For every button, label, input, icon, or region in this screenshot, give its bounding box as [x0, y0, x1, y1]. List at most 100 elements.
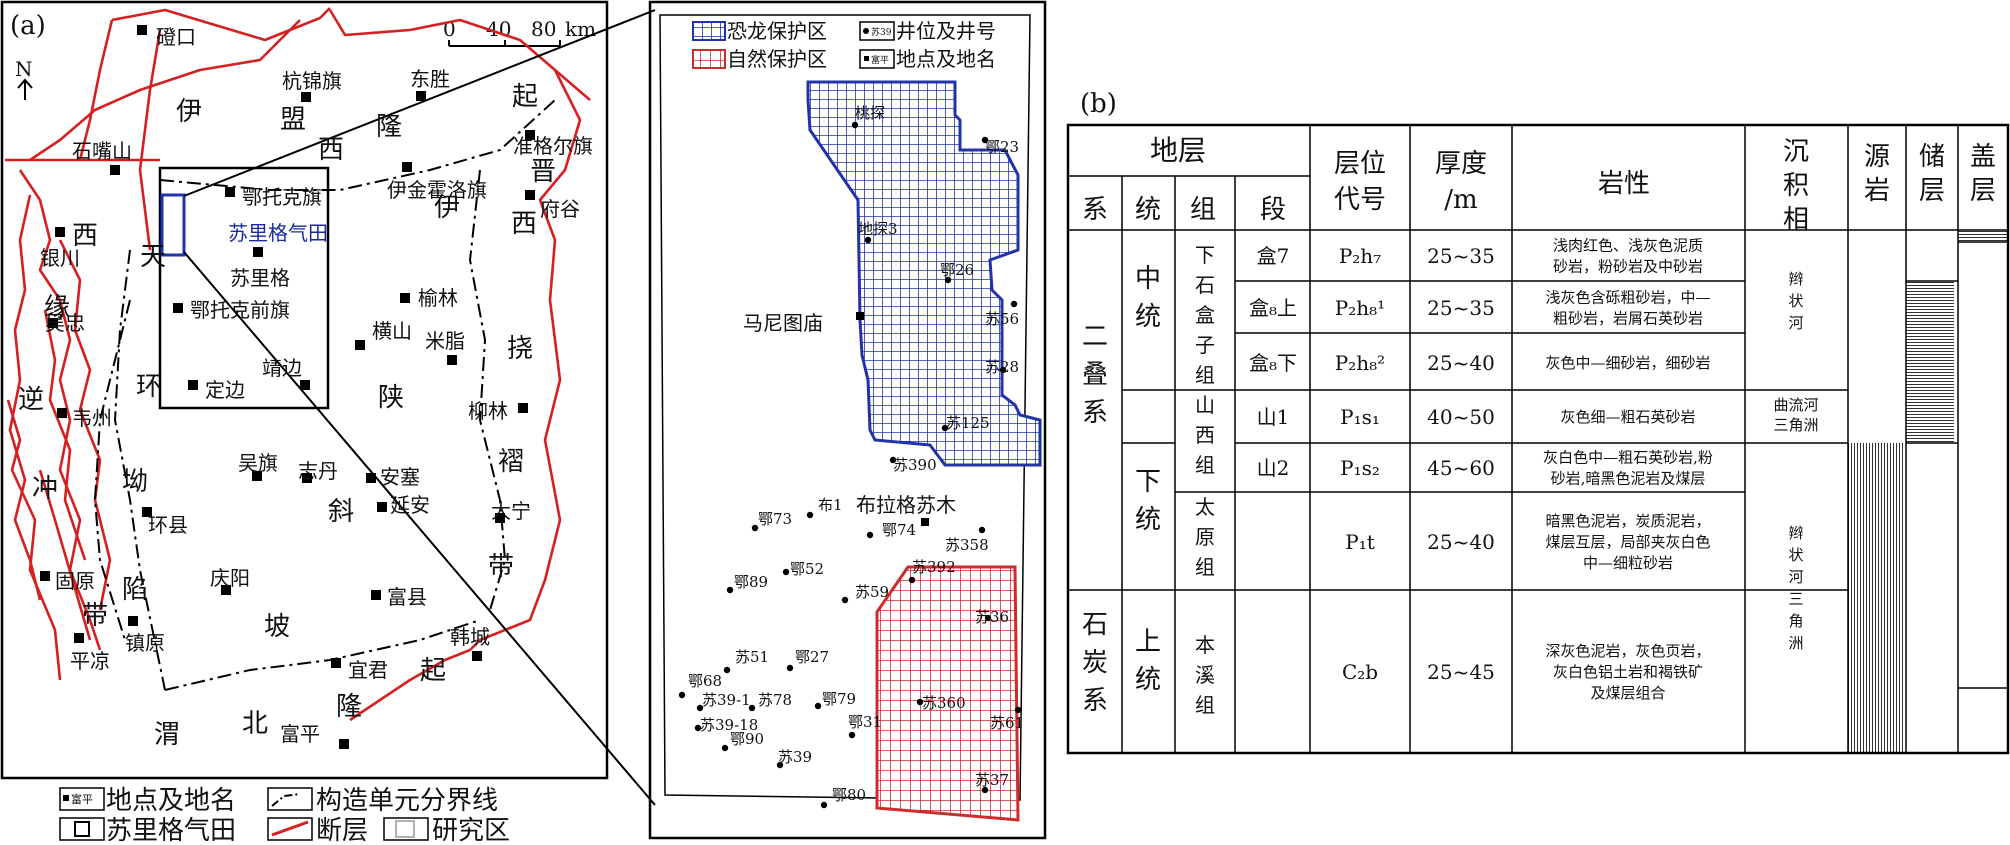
lithology-text: 灰色中—细砂岩，细砂岩 — [1545, 354, 1710, 372]
legend-dino-text: 恐龙保护区 — [727, 19, 827, 43]
well-label: 苏390 — [893, 456, 937, 474]
well-marker — [786, 664, 794, 672]
hdr-formation: 组 — [1190, 195, 1216, 225]
structure-char: 伊 — [434, 193, 460, 223]
legend-fault-swatch — [267, 817, 313, 841]
sulige-field-outline — [160, 193, 186, 257]
hdr-system: 系 — [1082, 195, 1108, 225]
north-label: N — [15, 57, 33, 81]
formation-label: 原 — [1195, 525, 1215, 549]
well-label: 苏36 — [975, 608, 1009, 626]
inset-leader-lines — [183, 9, 656, 806]
structure-labels: 伊盟隆起晋西伊西挠陕褶带天西缘逆冲带环坳陷斜坡渭北隆起 — [18, 82, 556, 750]
lithology-text: 暗黑色泥岩，炭质泥岩， — [1545, 512, 1710, 530]
well-label: 苏39-1 — [702, 691, 751, 709]
formation-label: 组 — [1195, 555, 1215, 579]
formation-label: 子 — [1195, 333, 1215, 357]
place-label: 布拉格苏木 — [856, 493, 956, 517]
well-markers: 桃探鄂23地探3鄂26苏56苏28苏125苏390鄂73布1鄂74苏358鄂52… — [678, 104, 1024, 809]
legend-place-swatch-b — [859, 49, 895, 69]
place-label: 定边 — [205, 378, 245, 402]
lithology-text: 中—细粒砂岩 — [1583, 554, 1673, 572]
structure-char: 坡 — [264, 612, 290, 642]
place-marker — [173, 303, 183, 313]
place-label: 榆林 — [418, 286, 458, 310]
legend-field-text: 苏里格气田 — [106, 816, 236, 845]
dinosaur-reserve-area — [806, 80, 1042, 467]
place-label: 吴忠 — [45, 311, 85, 335]
hdr-code: 层位 — [1334, 149, 1386, 179]
place-marker — [253, 247, 263, 257]
place-marker — [377, 502, 387, 512]
system-label: 叠 — [1082, 360, 1108, 390]
place-label: 东胜 — [410, 67, 450, 91]
legend-place-text: 地点及地名 — [106, 786, 236, 816]
place-marker — [525, 190, 535, 200]
formation-label: 下 — [1195, 243, 1215, 267]
structure-char: 隆 — [376, 112, 402, 142]
panel-b-table: (b) 地层 系 — [1066, 89, 2010, 755]
lithology-text: 粗砂岩，岩屑石英砂岩 — [1553, 310, 1703, 328]
structure-char: 逆 — [18, 385, 44, 415]
structure-char: 西 — [72, 221, 98, 251]
inset-boundary — [659, 14, 1031, 801]
hdr-thickness: 厚度 — [1435, 149, 1487, 179]
source-rock-bar — [1848, 443, 1903, 753]
table-grid — [1066, 123, 2010, 755]
member-label: 山2 — [1257, 456, 1290, 480]
well-label: 鄂79 — [822, 690, 856, 708]
code-label: P₂h₇ — [1339, 244, 1381, 268]
place-label: 大宁 — [491, 499, 531, 523]
structure-char: 西 — [511, 209, 537, 239]
place-label: 柳林 — [468, 399, 508, 423]
place-label: 富平 — [280, 722, 320, 746]
place-label: 韦州 — [72, 406, 112, 430]
hdr-cap: 层 — [1970, 176, 1996, 206]
hdr-cap: 盖 — [1970, 142, 1996, 172]
place-marker — [74, 633, 84, 643]
structure-char: 陷 — [122, 575, 148, 605]
legend-study-swatch — [383, 817, 429, 841]
series-label: 上 — [1135, 627, 1161, 657]
hdr-facies: 相 — [1783, 205, 1809, 235]
scale-bar: 0 40 80 km — [443, 17, 596, 47]
well-marker — [866, 531, 874, 539]
code-label: C₂b — [1342, 660, 1378, 684]
map-frame — [0, 0, 609, 780]
well-marker — [814, 702, 822, 710]
place-label: 镇原 — [125, 631, 165, 655]
formation-label: 组 — [1195, 363, 1215, 387]
well-label: 鄂89 — [734, 573, 768, 591]
place-marker — [57, 408, 67, 418]
cap-bar — [1958, 230, 2008, 242]
place-label: 鄂托克前旗 — [190, 298, 290, 322]
legend-well-sample: 苏39 — [871, 26, 892, 38]
place-label: 准格尔旗 — [513, 134, 593, 158]
place-marker — [128, 616, 138, 626]
legend-place-swatch — [59, 787, 105, 811]
place-marker — [856, 312, 864, 320]
legend-boundary-swatch — [267, 787, 313, 811]
lithology-text: 灰白色中—粗石英砂岩,粉 — [1543, 449, 1713, 467]
facies-label: 曲流河 — [1773, 396, 1818, 414]
place-label: 延安 — [390, 493, 430, 517]
structure-char: 褶 — [498, 447, 524, 477]
scale-unit: km — [565, 17, 596, 41]
place-label: 磴口 — [156, 25, 196, 49]
place-marker — [142, 507, 152, 517]
place-marker — [339, 739, 349, 749]
thickness-label: 45~60 — [1427, 456, 1495, 480]
well-label: 鄂80 — [832, 786, 866, 804]
well-label: 苏59 — [855, 583, 889, 601]
facies-label: 辫 — [1788, 270, 1803, 288]
lithology-text: 浅灰色含砾粗砂岩，中— — [1545, 289, 1710, 307]
well-label: 苏39 — [778, 748, 812, 766]
formation-label: 组 — [1195, 693, 1215, 717]
code-label: P₁t — [1345, 530, 1375, 554]
well-marker — [776, 761, 784, 769]
panel-a-label: (a) — [10, 11, 46, 41]
place-label: 石嘴山 — [72, 139, 132, 163]
structure-char: 晋 — [530, 157, 556, 187]
structure-char: 冲 — [32, 474, 58, 504]
